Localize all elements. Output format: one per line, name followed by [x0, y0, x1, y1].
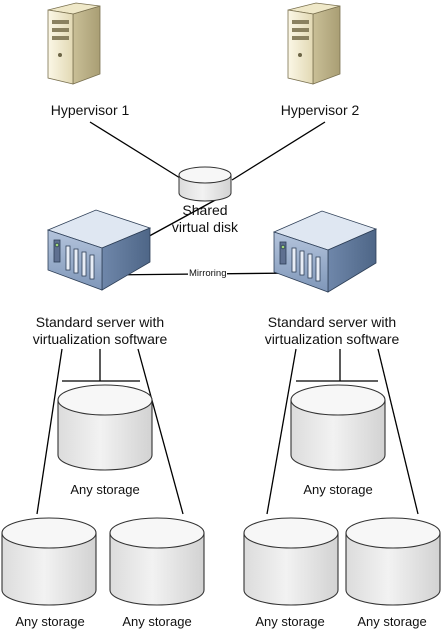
storage-cylinder-right-bl — [243, 517, 339, 606]
line-right-b — [377, 348, 419, 515]
storage-icons — [1, 384, 441, 606]
storage-label-left-bl: Any storage — [15, 614, 85, 629]
storage-label-left-br: Any storage — [122, 614, 192, 629]
server-left-label: Standard server with virtualization soft… — [32, 314, 168, 347]
hypervisor-1-label: Hypervisor 1 — [50, 102, 130, 118]
storage-cylinder-right-top — [290, 384, 386, 471]
line-hyp2-disk — [231, 121, 326, 181]
storage-cylinder-left-br — [109, 517, 205, 606]
mirroring-label: Mirroring — [188, 268, 228, 279]
line-left-b — [137, 348, 184, 515]
storage-label-right-bl: Any storage — [255, 614, 325, 629]
storage-cylinder-left-bl — [1, 517, 97, 606]
tower-server-icon-1 — [47, 2, 101, 85]
line-hyp1-disk — [89, 121, 181, 179]
rack-server-icon-left — [46, 209, 152, 291]
line-left-a — [36, 348, 63, 515]
storage-label-left-top: Any storage — [70, 482, 140, 497]
shared-disk-label: Shared virtual disk — [171, 202, 239, 235]
shared-disk-icon — [178, 166, 232, 202]
tower-server-icon-2 — [287, 2, 341, 85]
storage-cylinder-left-top — [57, 384, 153, 471]
rack-server-icon-right — [272, 210, 378, 293]
storage-label-right-top: Any storage — [303, 482, 373, 497]
server-right-label: Standard server with virtualization soft… — [264, 314, 400, 347]
storage-label-right-br: Any storage — [357, 614, 427, 629]
hypervisor-2-label: Hypervisor 2 — [280, 102, 360, 118]
storage-cylinder-right-br — [345, 517, 441, 606]
line-right-a — [266, 348, 297, 515]
